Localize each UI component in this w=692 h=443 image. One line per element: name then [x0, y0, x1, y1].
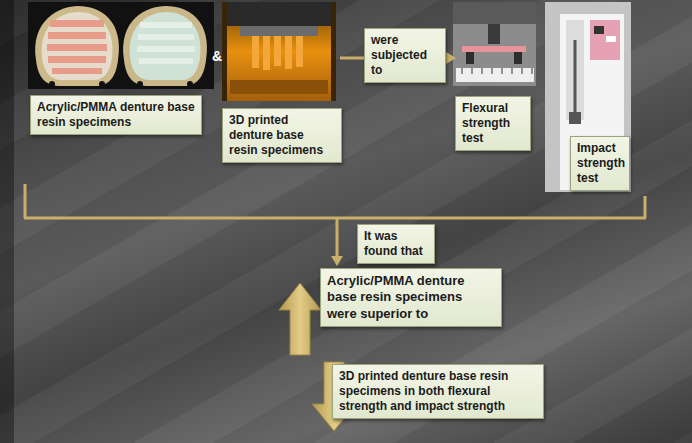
box-text: It was found that	[364, 229, 428, 259]
ampersand-label: &	[212, 48, 222, 64]
denture-photo	[28, 2, 214, 89]
box-text: 3D printed denture base resin specimens …	[339, 369, 537, 414]
box-text: Flexural strength test	[462, 101, 524, 146]
text-box: It was found that	[357, 224, 435, 264]
text-box: Acrylic/PMMA denture base resin specimen…	[30, 95, 202, 135]
text-box: Impact strength test	[570, 136, 630, 191]
arrowhead	[446, 52, 456, 64]
background-band	[0, 0, 14, 443]
text-box: 3D printed denture base resin specimens	[222, 108, 342, 163]
text-box: were subjected to	[364, 28, 446, 83]
text-box: Acrylic/PMMA denture base resin specimen…	[320, 268, 502, 327]
box-text: Impact strength test	[577, 141, 623, 186]
arrowhead	[331, 256, 343, 266]
box-text: 3D printed denture base resin specimens	[229, 113, 335, 158]
flexural-test-photo	[453, 2, 536, 86]
text-box: Flexural strength test	[455, 96, 531, 151]
box-text: were subjected to	[371, 33, 439, 78]
printer-photo	[222, 2, 336, 101]
box-text: Acrylic/PMMA denture base resin specimen…	[37, 100, 195, 130]
text-box: 3D printed denture base resin specimens …	[332, 364, 544, 419]
box-text: Acrylic/PMMA denture base resin specimen…	[327, 273, 495, 322]
up-block-arrow	[279, 283, 321, 355]
impact-test-photo	[545, 2, 631, 192]
gold-arrows	[24, 58, 646, 256]
